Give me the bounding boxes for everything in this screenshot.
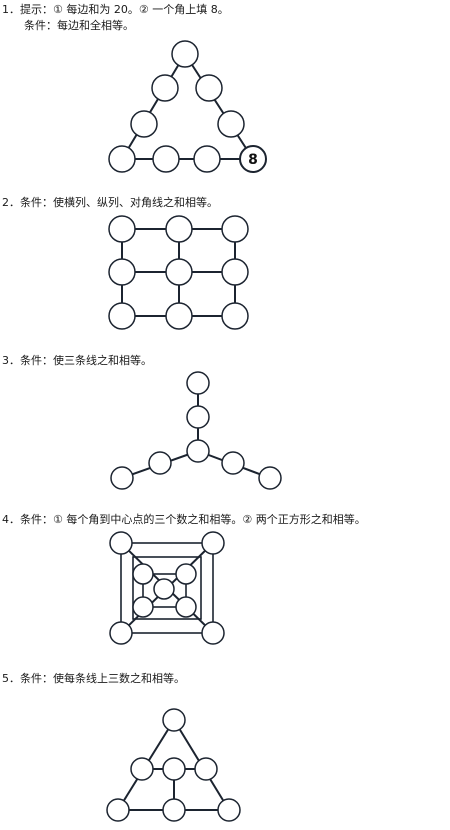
blank-circle[interactable] xyxy=(108,258,136,286)
blank-circle[interactable] xyxy=(186,405,210,429)
puzzle-3-three-lines-diagram xyxy=(110,371,282,490)
blank-circle[interactable] xyxy=(186,371,210,395)
blank-circle[interactable] xyxy=(165,302,193,330)
blank-circle[interactable] xyxy=(194,757,218,781)
blank-circle[interactable] xyxy=(106,798,130,822)
blank-circle[interactable] xyxy=(108,215,136,243)
blank-circle[interactable] xyxy=(162,708,186,732)
blank-circle[interactable] xyxy=(221,451,245,475)
blank-circle[interactable] xyxy=(109,621,133,645)
blank-circle[interactable] xyxy=(162,798,186,822)
blank-circle[interactable] xyxy=(162,757,186,781)
blank-circle[interactable] xyxy=(132,563,154,585)
edge xyxy=(121,53,186,160)
blank-circle[interactable] xyxy=(130,110,158,138)
blank-circle[interactable] xyxy=(165,215,193,243)
blank-circle[interactable] xyxy=(195,74,223,102)
blank-circle[interactable] xyxy=(165,258,193,286)
blank-circle[interactable] xyxy=(258,466,282,490)
blank-circle[interactable] xyxy=(152,145,180,173)
edge xyxy=(184,53,254,160)
puzzle-1-triangle-diagram: 8 xyxy=(108,40,267,173)
inner-square xyxy=(142,573,187,608)
blank-circle[interactable] xyxy=(193,145,221,173)
blank-circle[interactable] xyxy=(217,798,241,822)
blank-circle[interactable] xyxy=(132,596,154,618)
blank-circle[interactable] xyxy=(201,621,225,645)
puzzle-4-condition: 4．条件：① 每个角到中心点的三个数之和相等。② 两个正方形之和相等。 xyxy=(2,513,366,526)
puzzle-1-condition: 条件：每边和全相等。 xyxy=(24,19,134,32)
blank-circle[interactable] xyxy=(151,74,179,102)
blank-circle[interactable] xyxy=(221,258,249,286)
blank-circle[interactable] xyxy=(109,531,133,555)
blank-circle[interactable] xyxy=(186,439,210,463)
given-value-8: 8 xyxy=(248,152,258,168)
puzzle-5-condition: 5．条件：使每条线上三数之和相等。 xyxy=(2,672,185,685)
blank-circle[interactable] xyxy=(148,451,172,475)
blank-circle[interactable] xyxy=(130,757,154,781)
given-value-circle xyxy=(239,145,267,173)
puzzle-4-nested-squares-diagram xyxy=(109,531,225,645)
outer-square xyxy=(120,542,214,634)
blank-circle[interactable] xyxy=(221,302,249,330)
puzzle-2-condition: 2．条件：使横列、纵列、对角线之和相等。 xyxy=(2,196,218,209)
puzzle-1-hint: 1．提示：① 每边和为 20。② 一个角上填 8。 xyxy=(2,3,229,16)
blank-circle[interactable] xyxy=(108,145,136,173)
blank-circle[interactable] xyxy=(217,110,245,138)
blank-circle[interactable] xyxy=(110,466,134,490)
blank-circle[interactable] xyxy=(171,40,199,68)
blank-circle[interactable] xyxy=(175,596,197,618)
center-circle[interactable] xyxy=(153,578,175,600)
blank-circle[interactable] xyxy=(201,531,225,555)
puzzle-5-triangle-diagram xyxy=(106,708,241,822)
puzzle-3-condition: 3．条件：使三条线之和相等。 xyxy=(2,354,152,367)
blank-circle[interactable] xyxy=(108,302,136,330)
puzzle-2-grid-diagram xyxy=(108,215,249,330)
blank-circle[interactable] xyxy=(175,563,197,585)
blank-circle[interactable] xyxy=(221,215,249,243)
middle-square xyxy=(132,556,202,620)
